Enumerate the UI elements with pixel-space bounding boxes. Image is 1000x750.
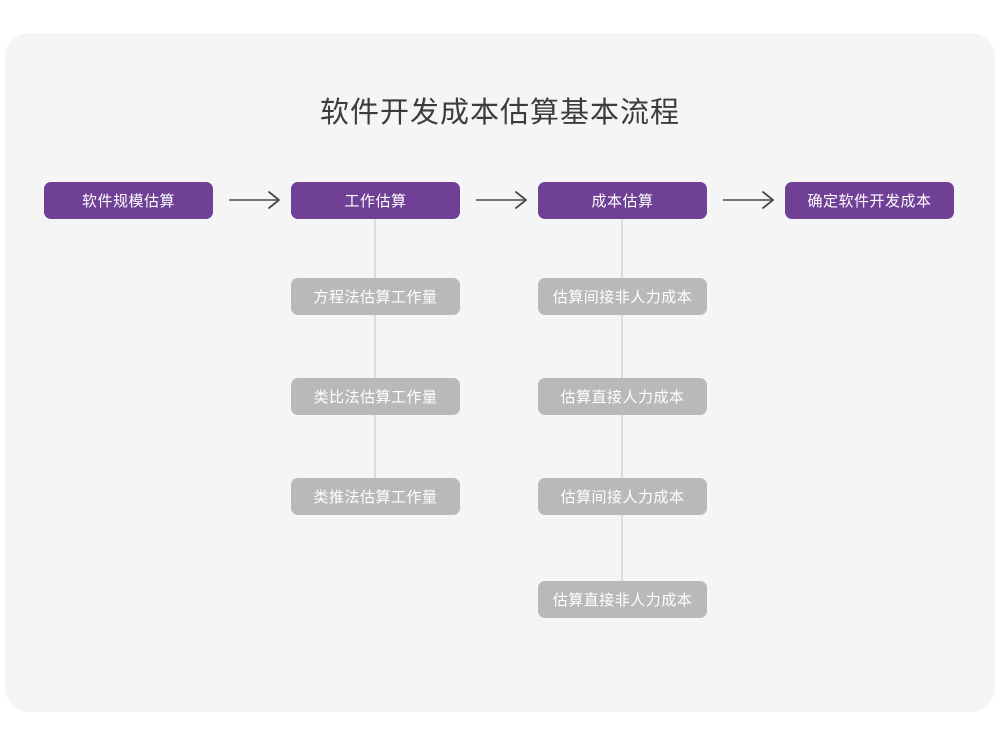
flow-node-label: 确定软件开发成本 — [807, 193, 932, 210]
branch-node-direct-labor-cost[interactable]: 估算直接人力成本 — [538, 378, 707, 415]
branch-node-analogy-method-effort[interactable]: 类比法估算工作量 — [291, 378, 460, 415]
branch-node-label: 类推法估算工作量 — [313, 489, 438, 506]
branch-node-label: 估算直接非人力成本 — [552, 592, 693, 609]
right-arrow-icon-2 — [474, 186, 534, 214]
flow-node-label: 软件规模估算 — [81, 193, 175, 210]
branch-node-label: 估算间接非人力成本 — [552, 289, 693, 306]
flow-node-cost-estimation[interactable]: 成本估算 — [538, 182, 707, 219]
diagram-card — [5, 33, 995, 712]
right-arrow-icon-3 — [721, 186, 781, 214]
branch-node-indirect-labor-cost[interactable]: 估算间接人力成本 — [538, 478, 707, 515]
flow-node-determine-development-cost[interactable]: 确定软件开发成本 — [785, 182, 954, 219]
branch-node-label: 估算直接人力成本 — [560, 389, 685, 406]
branch-node-equation-method-effort[interactable]: 方程法估算工作量 — [291, 278, 460, 315]
branch-node-indirect-non-labor-cost[interactable]: 估算间接非人力成本 — [538, 278, 707, 315]
branch-node-label: 方程法估算工作量 — [313, 289, 438, 306]
branch-node-direct-non-labor-cost[interactable]: 估算直接非人力成本 — [538, 581, 707, 618]
flow-node-software-scale-estimation[interactable]: 软件规模估算 — [44, 182, 213, 219]
branch-node-label: 估算间接人力成本 — [560, 489, 685, 506]
right-arrow-icon-1 — [227, 186, 287, 214]
connector-rail-work-estimation — [374, 219, 376, 497]
flow-node-label: 成本估算 — [591, 193, 654, 210]
flow-node-work-estimation[interactable]: 工作估算 — [291, 182, 460, 219]
page-title: 软件开发成本估算基本流程 — [319, 97, 680, 129]
branch-node-inference-method-effort[interactable]: 类推法估算工作量 — [291, 478, 460, 515]
branch-node-label: 类比法估算工作量 — [313, 389, 438, 406]
flow-node-label: 工作估算 — [344, 193, 407, 210]
